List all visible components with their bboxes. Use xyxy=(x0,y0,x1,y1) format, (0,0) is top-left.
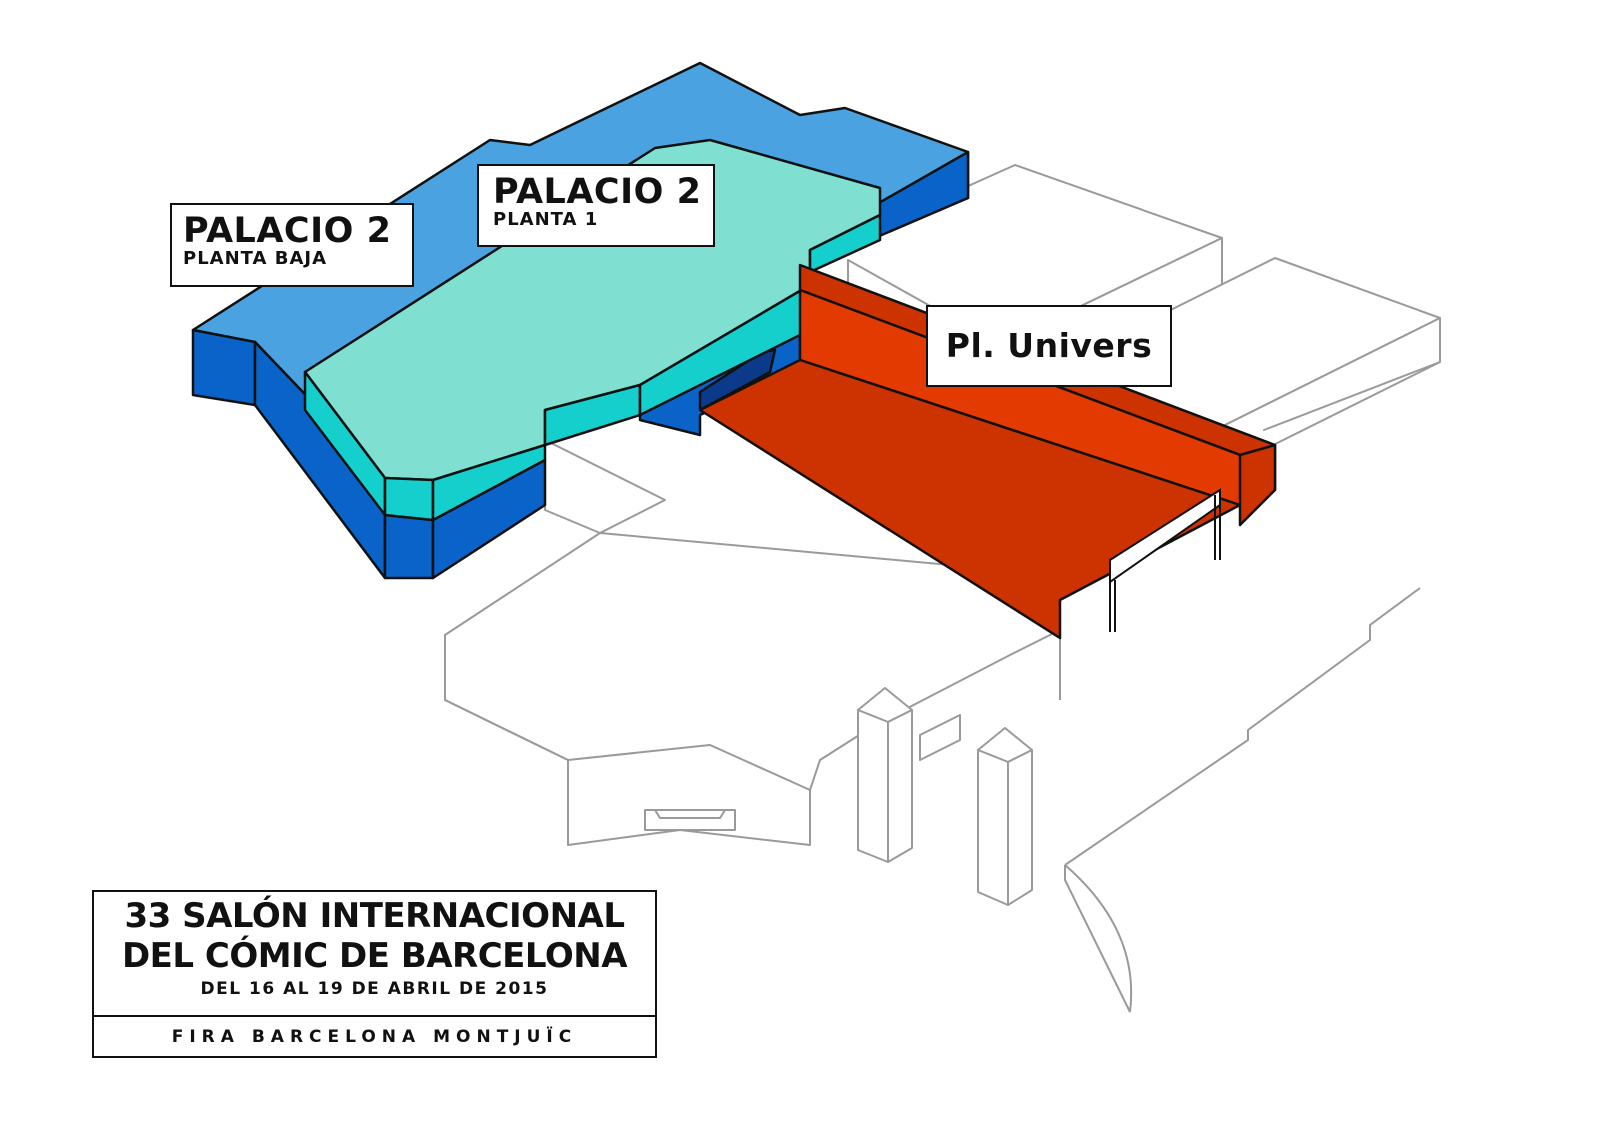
label-palacio-2-planta-1[interactable]: PALACIO 2 PLANTA 1 xyxy=(477,164,715,247)
event-venue: FIRA BARCELONA MONTJUÏC xyxy=(171,1026,578,1047)
label-palacio-2-planta-baja[interactable]: PALACIO 2 PLANTA BAJA xyxy=(170,203,414,287)
event-info-box: 33 SALÓN INTERNACIONAL DEL CÓMIC DE BARC… xyxy=(92,890,657,1058)
event-title-line-1: 33 SALÓN INTERNACIONAL xyxy=(124,896,625,936)
planta-1-front-wall-a xyxy=(383,476,435,522)
planta-1-side-wall xyxy=(808,213,882,274)
outline-obelisk-left xyxy=(857,687,913,863)
outline-obelisk-right xyxy=(977,727,1033,906)
event-venue-row: FIRA BARCELONA MONTJUÏC xyxy=(94,1015,655,1056)
label-plaza-univers-title: Pl. Univers xyxy=(945,326,1153,365)
planta-1-front-wall-b xyxy=(431,443,547,522)
label-palacio-2-planta-1-subtitle: PLANTA 1 xyxy=(493,209,599,230)
outline-building-lower xyxy=(444,439,1061,846)
univers-gate xyxy=(1109,488,1221,632)
univers-end-wall xyxy=(1238,443,1277,527)
event-dates: DEL 16 AL 19 DE ABRIL DE 2015 xyxy=(200,979,549,999)
outline-road xyxy=(1064,587,1421,1013)
label-palacio-2-planta-baja-subtitle: PLANTA BAJA xyxy=(183,248,328,269)
label-palacio-2-planta-baja-title: PALACIO 2 xyxy=(183,211,392,251)
event-title-line-2: DEL CÓMIC DE BARCELONA xyxy=(121,936,628,976)
palacio-2-planta-1-building[interactable] xyxy=(303,138,882,522)
palacio-2-left-wall xyxy=(191,328,257,407)
label-palacio-2-planta-1-title: PALACIO 2 xyxy=(493,172,702,212)
palacio-2-front-wall-right xyxy=(383,513,435,580)
label-plaza-univers[interactable]: Pl. Univers xyxy=(926,305,1172,387)
